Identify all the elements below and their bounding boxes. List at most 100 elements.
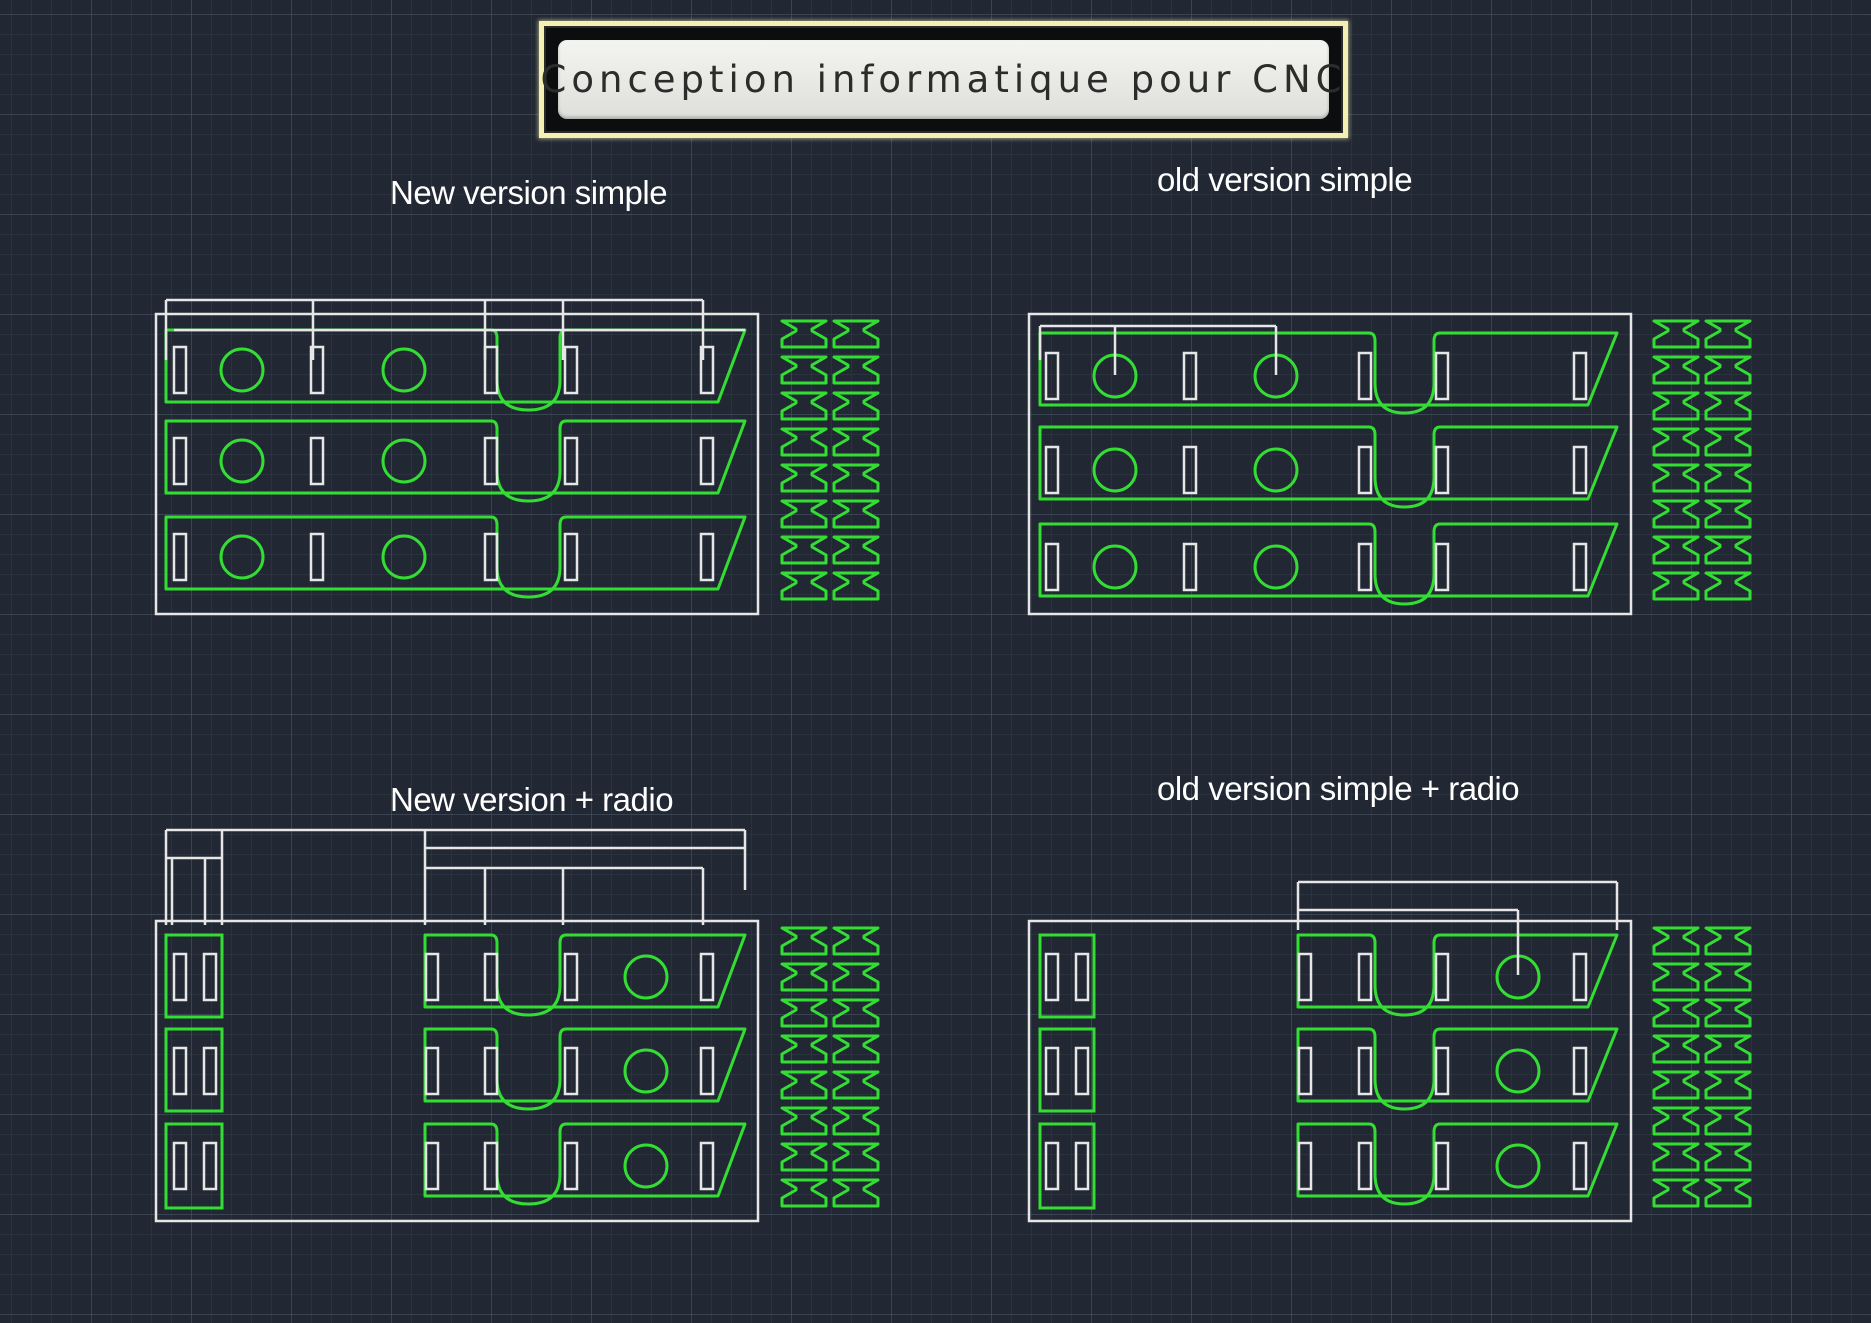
hole <box>381 438 427 484</box>
slot <box>563 1046 579 1096</box>
slot <box>1297 952 1313 1002</box>
hole <box>1092 447 1138 493</box>
slot <box>1357 351 1373 401</box>
joint-piece <box>780 962 828 992</box>
joint-piece <box>1704 1142 1752 1172</box>
slot <box>1572 445 1588 495</box>
sheet-outline <box>1027 919 1633 1223</box>
hole <box>219 347 265 393</box>
hole <box>381 534 427 580</box>
slot <box>1182 351 1198 401</box>
part-outline <box>164 515 747 599</box>
hole <box>1092 544 1138 590</box>
slot <box>1074 1046 1090 1096</box>
joint-piece <box>780 1034 828 1064</box>
joint-piece <box>832 571 880 601</box>
joint-piece <box>780 1070 828 1100</box>
radio-part <box>1038 1027 1096 1113</box>
slot <box>172 952 188 1002</box>
part-outline <box>164 419 747 503</box>
panel-new-simple <box>154 298 880 616</box>
part-outline <box>1296 933 1619 1017</box>
sheet-outline <box>1027 312 1633 616</box>
slot <box>1357 542 1373 592</box>
joint-piece <box>1704 535 1752 565</box>
part-outline <box>423 933 747 1017</box>
part-outline <box>423 1027 747 1111</box>
joint-piece <box>1704 319 1752 349</box>
slot <box>424 1141 440 1191</box>
slot <box>1182 542 1198 592</box>
slot <box>1044 952 1060 1002</box>
slot <box>1434 351 1450 401</box>
joint-piece <box>780 427 828 457</box>
joint-piece <box>1652 1106 1700 1136</box>
slot <box>1182 445 1198 495</box>
joint-piece <box>1652 391 1700 421</box>
panel-old-simple <box>1027 312 1752 616</box>
joint-piece <box>780 499 828 529</box>
slot <box>1434 1141 1450 1191</box>
slot <box>483 952 499 1002</box>
slot <box>1297 1046 1313 1096</box>
slot <box>1434 1046 1450 1096</box>
part-outline <box>1296 1122 1619 1206</box>
panel-label-new-radio: New version + radio <box>390 781 674 818</box>
joint-piece <box>832 1070 880 1100</box>
joint-piece <box>832 998 880 1028</box>
joint-piece <box>832 1142 880 1172</box>
joint-piece <box>1652 535 1700 565</box>
part-outline <box>1038 425 1619 509</box>
radio-part <box>164 933 224 1019</box>
slot <box>1357 952 1373 1002</box>
slot <box>1044 1141 1060 1191</box>
slot <box>172 436 188 486</box>
joint-piece <box>832 926 880 956</box>
part-outline <box>423 1122 747 1206</box>
joint-piece <box>1704 1106 1752 1136</box>
joint-piece <box>780 1178 828 1208</box>
joint-piece <box>1704 499 1752 529</box>
slot <box>699 436 715 486</box>
slot <box>1297 1141 1313 1191</box>
joint-piece <box>780 319 828 349</box>
slot <box>1074 1141 1090 1191</box>
joint-piece <box>1652 998 1700 1028</box>
slot <box>483 436 499 486</box>
joint-piece <box>780 998 828 1028</box>
joint-piece <box>1704 571 1752 601</box>
joint-piece <box>780 571 828 601</box>
joint-piece <box>832 1034 880 1064</box>
panel-label-old-radio: old version simple + radio <box>1157 770 1520 807</box>
radio-part <box>164 1122 224 1210</box>
hole <box>381 347 427 393</box>
slot <box>1572 351 1588 401</box>
joint-piece <box>1652 962 1700 992</box>
slot <box>1074 952 1090 1002</box>
part-outline <box>1038 331 1619 415</box>
joint-piece <box>832 1106 880 1136</box>
joint-piece <box>780 355 828 385</box>
joint-piece <box>1704 962 1752 992</box>
joint-piece <box>1652 1070 1700 1100</box>
panel-new-radio <box>154 828 880 1223</box>
slot <box>1434 542 1450 592</box>
joint-piece <box>1652 1178 1700 1208</box>
joint-piece <box>1652 319 1700 349</box>
slot <box>309 436 325 486</box>
title-text: Conception informatique pour CNC <box>540 58 1347 101</box>
slot <box>309 345 325 395</box>
slot <box>1044 351 1060 401</box>
joint-piece <box>780 1142 828 1172</box>
slot <box>424 952 440 1002</box>
joint-piece <box>1704 1034 1752 1064</box>
joint-piece <box>1652 926 1700 956</box>
hole <box>1495 1143 1541 1189</box>
slot <box>309 532 325 582</box>
joint-piece <box>780 463 828 493</box>
joint-piece <box>832 427 880 457</box>
joint-piece <box>832 355 880 385</box>
slot <box>699 345 715 395</box>
part-outline <box>164 328 747 412</box>
joint-piece <box>780 391 828 421</box>
